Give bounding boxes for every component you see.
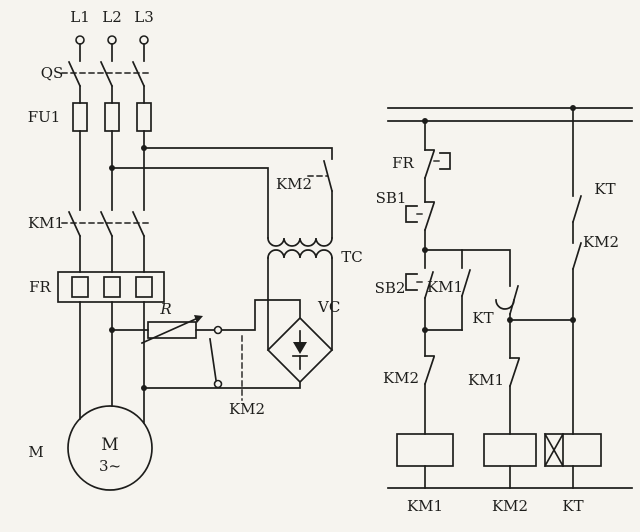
fr-contact: FR (392, 149, 451, 180)
power-circuit: L1 L2 L3 QS FU1 (28, 8, 363, 491)
control-junction-dots (422, 105, 576, 333)
vc-rectifier: VC (266, 298, 340, 384)
sb2-button: SB2 (375, 270, 435, 300)
km1-coil-label: KM1 (407, 497, 443, 515)
resistor-arrow-icon (194, 315, 203, 323)
km1-interlock-contact: KM1 (468, 357, 521, 389)
km1-main-contacts: KM1 (28, 210, 153, 238)
km2-interlock-label: KM2 (383, 369, 419, 387)
km2-braking-contact: KM2 (209, 325, 265, 418)
motor-external-label: M (28, 443, 43, 461)
phase-terminals (75, 35, 149, 45)
km1-interlock-label: KM1 (468, 371, 504, 389)
qs-label: QS (41, 64, 64, 82)
fr-contact-label: FR (392, 154, 414, 172)
fu1-label: FU1 (28, 108, 61, 126)
kt-delay-label: KT (472, 309, 493, 327)
qs-switch: QS (41, 60, 153, 88)
power-junction-dots (109, 145, 147, 391)
fu1-fuses: FU1 (28, 102, 152, 132)
kt-coil (543, 432, 602, 468)
kt-contact-label: KT (594, 180, 615, 198)
km2-transformer-label: KM2 (276, 175, 312, 193)
sb2-label: SB2 (375, 279, 406, 297)
km2-interlock-contact: KM2 (383, 355, 436, 387)
sb1-button: SB1 (376, 189, 436, 232)
motor-letter: M (101, 435, 118, 455)
motor-phase: 3~ (99, 457, 121, 475)
kt-delay-contact: KT (472, 284, 520, 327)
km2-transformer-contact: KM2 (143, 147, 334, 239)
fr-main-label: FR (29, 278, 51, 296)
tc-label: TC (341, 248, 362, 266)
km2-brake-label: KM2 (229, 400, 265, 418)
km1-holding-label: KM1 (427, 278, 463, 296)
kt-coil-label: KT (562, 497, 583, 515)
control-wires (424, 107, 574, 489)
km1-coil (396, 433, 454, 467)
vc-label: VC (317, 298, 340, 316)
control-circuit: FR SB1 SB2 KM1 KT (375, 105, 633, 515)
km2-holding-contact: KM2 (571, 233, 619, 271)
km1-main-label: KM1 (28, 214, 64, 232)
km1-holding-contact: KM1 (427, 268, 472, 298)
motor: M 3~ M (28, 405, 153, 491)
r-label: R (159, 300, 171, 318)
diode-icon (293, 342, 307, 354)
phase-l1-label: L1 (70, 8, 90, 26)
power-wires (79, 43, 145, 424)
fr-overload-relay: FR (29, 271, 165, 303)
phase-l3-label: L3 (134, 8, 154, 26)
km2-coil (483, 433, 537, 467)
sb1-label: SB1 (376, 189, 407, 207)
km2-holding-label: KM2 (583, 233, 619, 251)
phase-l2-label: L2 (102, 8, 122, 26)
braking-resistor: R (111, 300, 215, 345)
kt-contact: KT (571, 180, 616, 224)
tc-transformer: TC (111, 167, 363, 351)
km2-coil-label: KM2 (492, 497, 528, 515)
dc-wiring (143, 299, 301, 389)
